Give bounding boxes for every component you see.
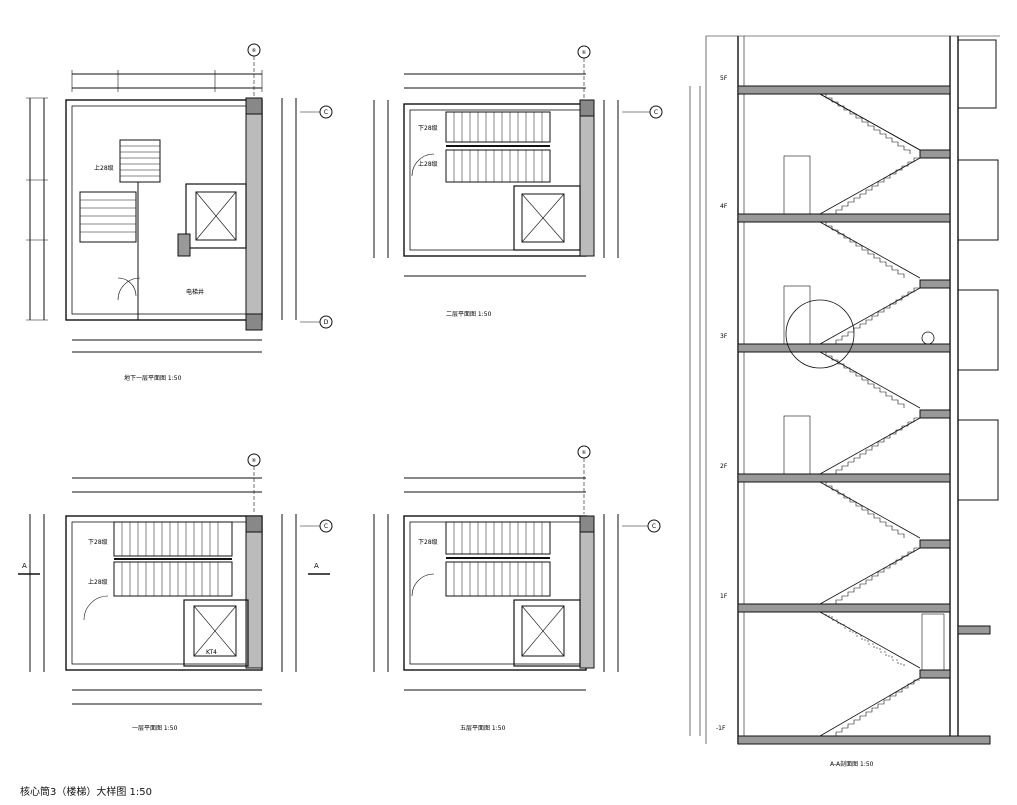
plan1-grid-d: D bbox=[324, 319, 329, 326]
plan1-elevator-room: 电梯井 bbox=[186, 288, 204, 296]
plan1-grid-top: ⑥ bbox=[252, 48, 257, 54]
section-floor-2f: 2F bbox=[720, 463, 728, 470]
plan2-caption: 二层平面图 1:50 bbox=[446, 311, 492, 318]
plan4-grid-c: C bbox=[652, 523, 656, 530]
section-floor-5f: 5F bbox=[720, 75, 728, 82]
plan1-stair-label: 上28级 bbox=[94, 164, 114, 172]
plan3-caption: 一层平面图 1:50 bbox=[132, 725, 178, 732]
plan2-stair-down: 下28级 bbox=[418, 124, 438, 132]
plan3-section-mark-right: A bbox=[314, 562, 319, 570]
plan1-caption: 地下一层平面图 1:50 bbox=[124, 374, 182, 382]
section-a-a bbox=[689, 35, 1000, 745]
plan-fifth-floor bbox=[373, 445, 661, 691]
plan1-grid-c: C bbox=[324, 109, 328, 116]
plan3-elevator-label: KT4 bbox=[206, 649, 217, 656]
section-floor-b1: -1F bbox=[716, 725, 726, 732]
plan-first-floor bbox=[18, 453, 333, 705]
plan4-stair-down: 下28级 bbox=[418, 538, 438, 546]
plan3-grid-top: ⑥ bbox=[252, 458, 257, 464]
plan-second-floor bbox=[373, 45, 663, 277]
section-floor-1f: 1F bbox=[720, 593, 728, 600]
plan3-stair-down: 下28级 bbox=[88, 538, 108, 546]
plan4-grid-top: ⑥ bbox=[582, 450, 587, 456]
section-floor-4f: 4F bbox=[720, 203, 728, 210]
plan-basement bbox=[26, 43, 333, 353]
plan4-caption: 五层平面图 1:50 bbox=[460, 725, 506, 732]
plan3-section-mark-left: A bbox=[22, 562, 27, 570]
plan3-stair-up: 上28级 bbox=[88, 578, 108, 586]
plan2-grid-top: ⑥ bbox=[582, 50, 587, 56]
sheet-title: 核心筒3（楼梯）大样图 1:50 bbox=[20, 787, 152, 798]
section-caption: A-A剖面图 1:50 bbox=[830, 760, 874, 768]
section-floor-3f: 3F bbox=[720, 333, 728, 340]
plan3-grid-c: C bbox=[324, 523, 328, 530]
plan2-grid-c: C bbox=[654, 109, 658, 116]
plan2-stair-up: 上28级 bbox=[418, 160, 438, 168]
